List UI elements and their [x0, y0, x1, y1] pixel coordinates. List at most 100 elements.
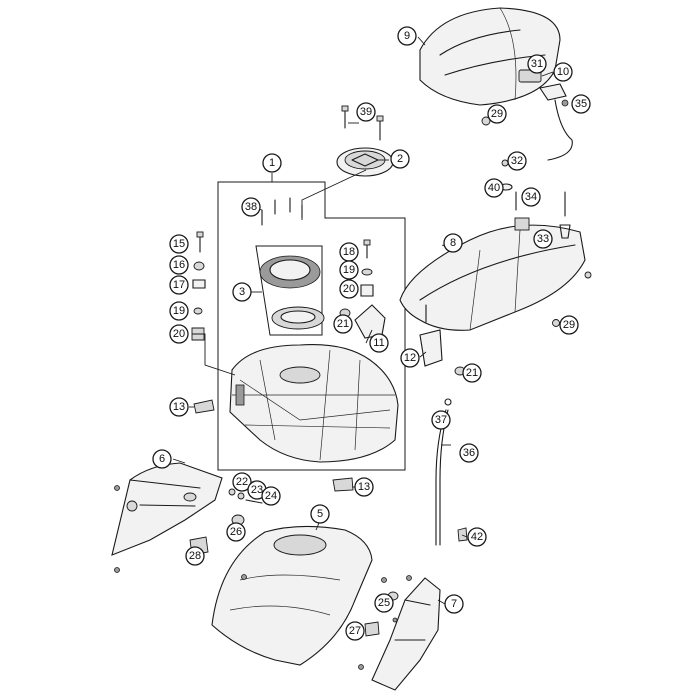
- callout-29: 29: [487, 104, 507, 124]
- callout-label: 29: [563, 319, 575, 331]
- callout-13: 13: [354, 477, 374, 497]
- callout-label: 22: [236, 476, 248, 488]
- callout-label: 21: [466, 367, 478, 379]
- callout-label: 24: [265, 490, 277, 502]
- callout-label: 37: [435, 414, 447, 426]
- callout-29: 29: [559, 315, 579, 335]
- callout-label: 7: [451, 598, 457, 610]
- callout-40: 40: [484, 178, 504, 198]
- callout-24: 24: [261, 486, 281, 506]
- callout-label: 10: [557, 66, 569, 78]
- callout-25: 25: [374, 593, 394, 613]
- callout-label: 17: [173, 279, 185, 291]
- callout-8: 8: [443, 233, 463, 253]
- callout-label: 39: [360, 106, 372, 118]
- pump-flange-screws: [261, 197, 303, 226]
- callout-label: 38: [245, 201, 257, 213]
- callout-label: 20: [343, 283, 355, 295]
- callout-label: 35: [575, 98, 587, 110]
- callout-label: 12: [404, 352, 416, 364]
- callout-15: 15: [169, 234, 189, 254]
- callout-19: 19: [339, 260, 359, 280]
- callout-20: 20: [339, 279, 359, 299]
- callout-label: 23: [251, 484, 263, 496]
- callout-label: 42: [471, 531, 483, 543]
- callout-17: 17: [169, 275, 189, 295]
- callout-label: 1: [269, 157, 275, 169]
- fuel-pump-flange: [259, 255, 325, 330]
- callout-38: 38: [241, 197, 261, 217]
- callout-16: 16: [169, 255, 189, 275]
- callout-label: 6: [159, 453, 165, 465]
- callout-28: 28: [185, 546, 205, 566]
- callout-27: 27: [345, 621, 365, 641]
- callout-label: 11: [373, 337, 384, 349]
- callout-20: 20: [169, 324, 189, 344]
- callout-37: 37: [431, 410, 451, 430]
- callout-label: 32: [511, 155, 523, 167]
- left-side-panel: [111, 462, 223, 573]
- rider-seat: [399, 217, 592, 331]
- callout-5: 5: [310, 504, 330, 524]
- callout-label: 19: [173, 305, 185, 317]
- seat-fasteners: [499, 159, 571, 239]
- callout-7: 7: [444, 594, 464, 614]
- callout-label: 5: [317, 508, 323, 520]
- callout-label: 34: [525, 191, 537, 203]
- callout-label: 25: [378, 597, 390, 609]
- callout-label: 9: [404, 30, 410, 42]
- callout-2: 2: [390, 149, 410, 169]
- callout-label: 31: [531, 58, 543, 70]
- callout-label: 13: [358, 481, 370, 493]
- callout-31: 31: [527, 54, 547, 74]
- callout-label: 3: [239, 286, 245, 298]
- callout-13: 13: [169, 397, 189, 417]
- callout-33: 33: [533, 229, 553, 249]
- callout-label: 8: [450, 237, 456, 249]
- callout-label: 15: [173, 238, 185, 250]
- callout-label: 29: [491, 108, 503, 120]
- callout-label: 20: [173, 328, 185, 340]
- callout-35: 35: [571, 94, 591, 114]
- pump-assembly-frame: [255, 245, 323, 336]
- callout-label: 21: [337, 318, 349, 330]
- callout-label: 28: [189, 550, 201, 562]
- tank-cover: [211, 525, 373, 666]
- callout-label: 19: [343, 264, 355, 276]
- callout-34: 34: [521, 187, 541, 207]
- callout-1: 1: [262, 153, 282, 173]
- callout-3: 3: [232, 282, 252, 302]
- callout-11: 11: [369, 333, 389, 353]
- callout-label: 2: [397, 153, 403, 165]
- tank-buffers: [193, 399, 354, 492]
- callout-42: 42: [467, 527, 487, 547]
- tank-assembly-frame: [217, 181, 406, 471]
- callout-36: 36: [459, 443, 479, 463]
- callout-label: 36: [463, 447, 475, 459]
- right-side-panel: [358, 575, 441, 691]
- filler-cap-screws: [341, 105, 384, 141]
- callout-22: 22: [232, 472, 252, 492]
- callout-9: 9: [397, 26, 417, 46]
- callout-label: 16: [173, 259, 185, 271]
- left-fasteners: [191, 231, 206, 341]
- fuel-tank: [229, 344, 399, 463]
- callout-label: 13: [173, 401, 185, 413]
- callout-label: 40: [488, 182, 500, 194]
- callout-39: 39: [356, 102, 376, 122]
- callout-label: 27: [349, 625, 361, 637]
- callout-32: 32: [507, 151, 527, 171]
- callout-label: 18: [343, 246, 355, 258]
- callout-10: 10: [553, 62, 573, 82]
- callout-21: 21: [333, 314, 353, 334]
- callout-19: 19: [169, 301, 189, 321]
- callout-label: 26: [230, 526, 242, 538]
- callout-6: 6: [152, 449, 172, 469]
- callout-26: 26: [226, 522, 246, 542]
- callout-label: 33: [537, 233, 549, 245]
- seat-bracket: [419, 304, 466, 376]
- callout-18: 18: [339, 242, 359, 262]
- callout-21: 21: [462, 363, 482, 383]
- filler-cap: [336, 147, 394, 177]
